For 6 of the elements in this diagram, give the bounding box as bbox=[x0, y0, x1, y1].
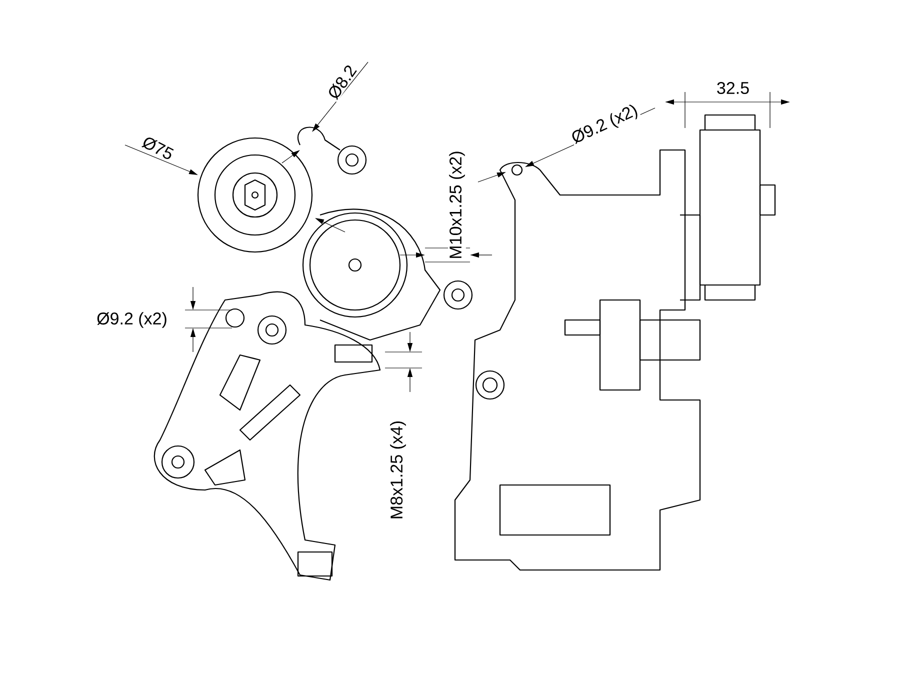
dimension-label: Ø9.2 (x2) bbox=[568, 102, 642, 148]
dimension-label: M8x1.25 (x4) bbox=[389, 419, 407, 521]
dimension-label: 32.5 bbox=[715, 80, 751, 96]
dimension-label: Ø75 bbox=[139, 134, 177, 162]
dimension-label: M10x1.25 (x2) bbox=[448, 150, 466, 260]
dimension-label: Ø9.2 (x2) bbox=[96, 311, 168, 329]
